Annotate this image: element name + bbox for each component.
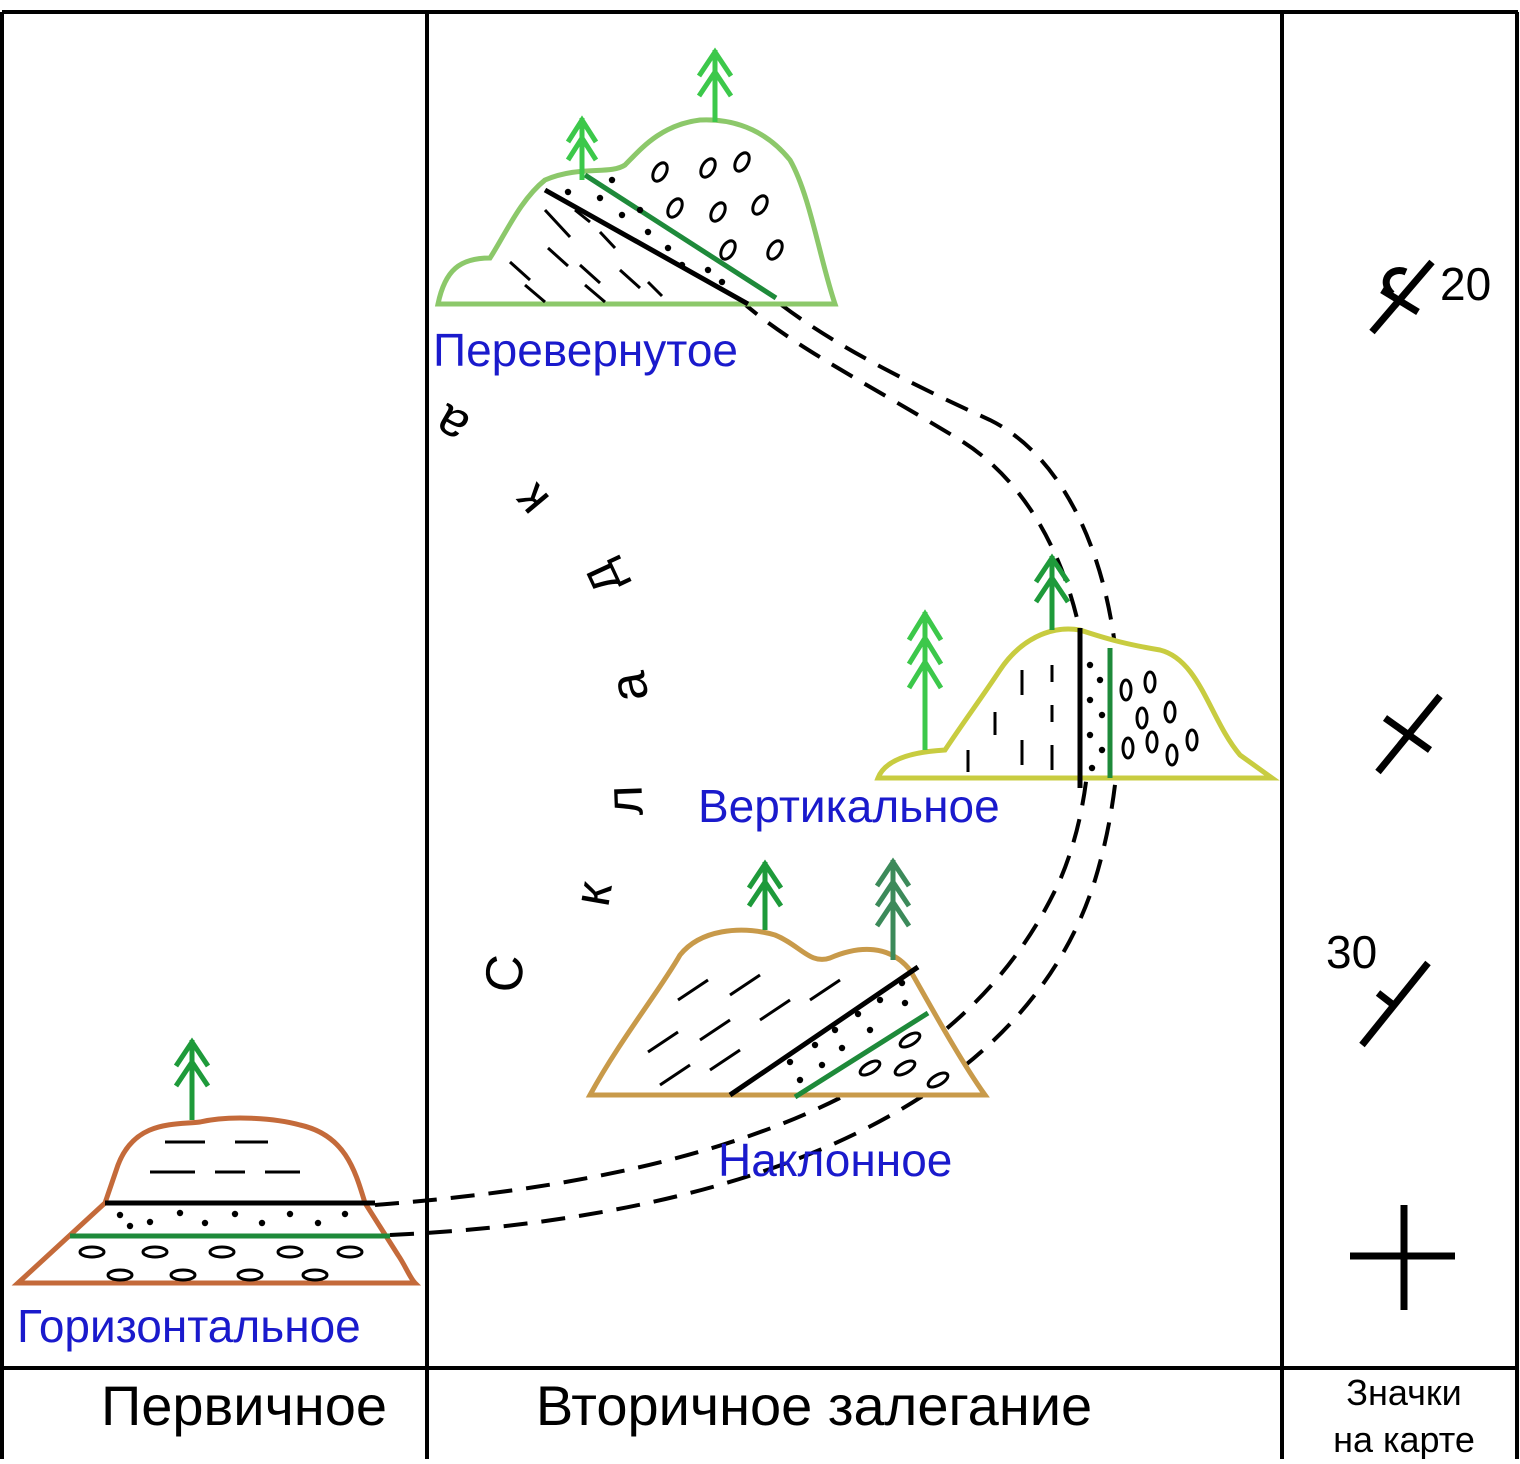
label-inclined: Наклонное bbox=[718, 1134, 952, 1186]
tree-icon bbox=[746, 859, 784, 930]
label-horizontal: Горизонтальное bbox=[17, 1300, 361, 1352]
column-primary-label: Первичное bbox=[101, 1374, 387, 1437]
map-sign-horizontal-icon bbox=[1350, 1205, 1455, 1310]
tree-icon bbox=[1033, 553, 1071, 630]
column-secondary-label: Вторичное залегание bbox=[536, 1374, 1092, 1437]
table-frame bbox=[0, 10, 1519, 1459]
tree-icon bbox=[173, 1037, 211, 1120]
horizontal-bedding-hill bbox=[11, 1037, 422, 1286]
dip-angle-30: 30 bbox=[1326, 926, 1377, 978]
fold-word: С к л а д к а bbox=[424, 392, 660, 994]
dip-angle-20: 20 bbox=[1440, 258, 1491, 310]
overturned-bedding-hill bbox=[434, 47, 839, 307]
fold-letter: С bbox=[475, 952, 536, 994]
fold-dash-outer bbox=[374, 298, 1092, 1207]
map-sign-inclined-icon bbox=[1359, 960, 1431, 1048]
fold-letter: к bbox=[501, 473, 560, 528]
fold-letter: а bbox=[598, 668, 660, 707]
vertical-bedding-hill bbox=[874, 553, 1280, 788]
inclined-bedding-hill bbox=[585, 857, 990, 1100]
tree-icon bbox=[565, 115, 599, 180]
map-sign-vertical-icon bbox=[1375, 693, 1443, 775]
column-map-signs-line1: Значки bbox=[1346, 1372, 1461, 1413]
column-map-signs-line2: на карте bbox=[1333, 1419, 1475, 1459]
label-vertical: Вертикальное bbox=[698, 780, 1000, 832]
map-sign-overturned-icon bbox=[1369, 259, 1435, 335]
fold-letter: л bbox=[595, 784, 654, 816]
tree-icon bbox=[906, 609, 944, 750]
tree-icon bbox=[874, 857, 912, 960]
label-overturned: Перевернутое bbox=[433, 324, 738, 376]
fold-letter: а bbox=[424, 392, 478, 457]
fold-letter: к bbox=[563, 878, 624, 911]
fold-letter: д bbox=[568, 553, 633, 605]
tree-icon bbox=[696, 47, 734, 122]
